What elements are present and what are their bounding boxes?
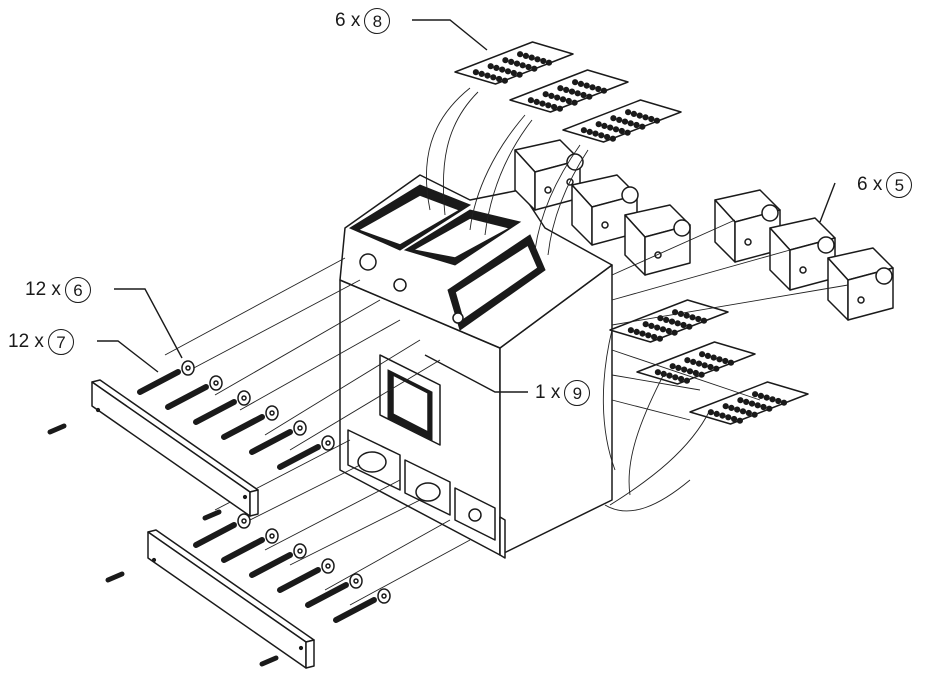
part-number-badge: 9	[564, 380, 591, 406]
leader-lines	[97, 19, 836, 393]
callout-quantity: 6 x	[335, 10, 361, 31]
washer	[237, 513, 251, 529]
screw	[137, 369, 181, 395]
washer	[349, 573, 363, 589]
washer	[265, 528, 279, 544]
thermal-pad	[689, 381, 809, 425]
thermal-pad	[562, 99, 682, 143]
screw	[305, 582, 349, 608]
heatsink-block	[514, 139, 894, 321]
washer	[377, 588, 391, 604]
callout-part-9: 1 x 9	[535, 380, 591, 406]
callout-quantity: 12 x	[8, 331, 44, 352]
part-number-badge: 6	[64, 277, 91, 303]
callout-quantity: 1 x	[535, 382, 561, 403]
screw	[277, 444, 321, 470]
part-number-badge: 5	[886, 172, 913, 198]
plate-screw	[47, 423, 67, 435]
callout-part-8: 6 x 8	[335, 8, 391, 34]
screw	[277, 567, 321, 593]
callout-quantity: 6 x	[857, 174, 883, 195]
screw	[165, 384, 209, 410]
plate-screw	[202, 509, 222, 521]
thermal-pad	[454, 41, 574, 85]
front-cover-plate-upper	[91, 379, 259, 517]
screw	[249, 429, 293, 455]
thermal-pad	[636, 341, 756, 385]
main-housing	[339, 174, 613, 559]
callout-part-6: 12 x 6	[25, 277, 91, 303]
screw	[221, 414, 265, 440]
plate-screw	[105, 571, 125, 583]
part-number-badge: 8	[364, 8, 391, 34]
washer	[181, 360, 195, 376]
washer	[265, 405, 279, 421]
assembly-guide-lines	[164, 219, 849, 606]
washer	[237, 390, 251, 406]
part-number-badge: 7	[47, 329, 74, 355]
plate-screw	[259, 655, 279, 667]
washer	[209, 375, 223, 391]
callout-part-5: 6 x 5	[857, 172, 913, 198]
screw	[193, 522, 237, 548]
washer	[293, 543, 307, 559]
washer	[321, 558, 335, 574]
callout-part-7: 12 x 7	[8, 329, 74, 355]
front-cover-plate-lower	[147, 529, 315, 669]
washer	[293, 420, 307, 436]
cables	[425, 87, 711, 512]
washer	[321, 435, 335, 451]
thermal-pad	[609, 299, 729, 343]
screw	[249, 552, 293, 578]
screw	[333, 597, 377, 623]
screw	[193, 399, 237, 425]
screws-and-washers	[47, 360, 391, 667]
thermal-pads	[454, 41, 809, 425]
screw	[221, 537, 265, 563]
thermal-pad	[509, 69, 629, 113]
callout-quantity: 12 x	[25, 279, 61, 300]
